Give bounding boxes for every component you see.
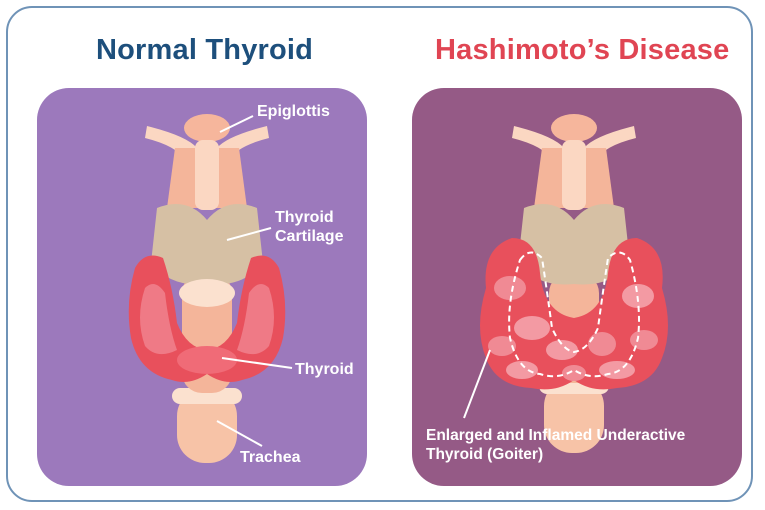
goiter-leader-line [464, 350, 490, 418]
normal-thyroid-illustration [37, 88, 367, 486]
hashimotos-panel: Enlarged and Inflamed Underactive Thyroi… [412, 88, 742, 486]
thyroid-label: Thyroid [295, 360, 354, 379]
goiter-label: Enlarged and Inflamed Underactive Thyroi… [426, 426, 726, 464]
epiglottis-shape [512, 114, 636, 210]
thyroid-cartilage-label: Thyroid Cartilage [275, 208, 355, 246]
epiglottis-label: Epiglottis [257, 102, 330, 121]
epiglottis-shape [145, 114, 269, 210]
normal-thyroid-title: Normal Thyroid [96, 34, 313, 67]
normal-thyroid-panel: Epiglottis Thyroid Cartilage Thyroid Tra… [37, 88, 367, 486]
thyroid-cartilage-shape [151, 204, 263, 285]
trachea-label: Trachea [240, 448, 300, 467]
hashimotos-disease-title: Hashimoto’s Disease [435, 34, 729, 67]
